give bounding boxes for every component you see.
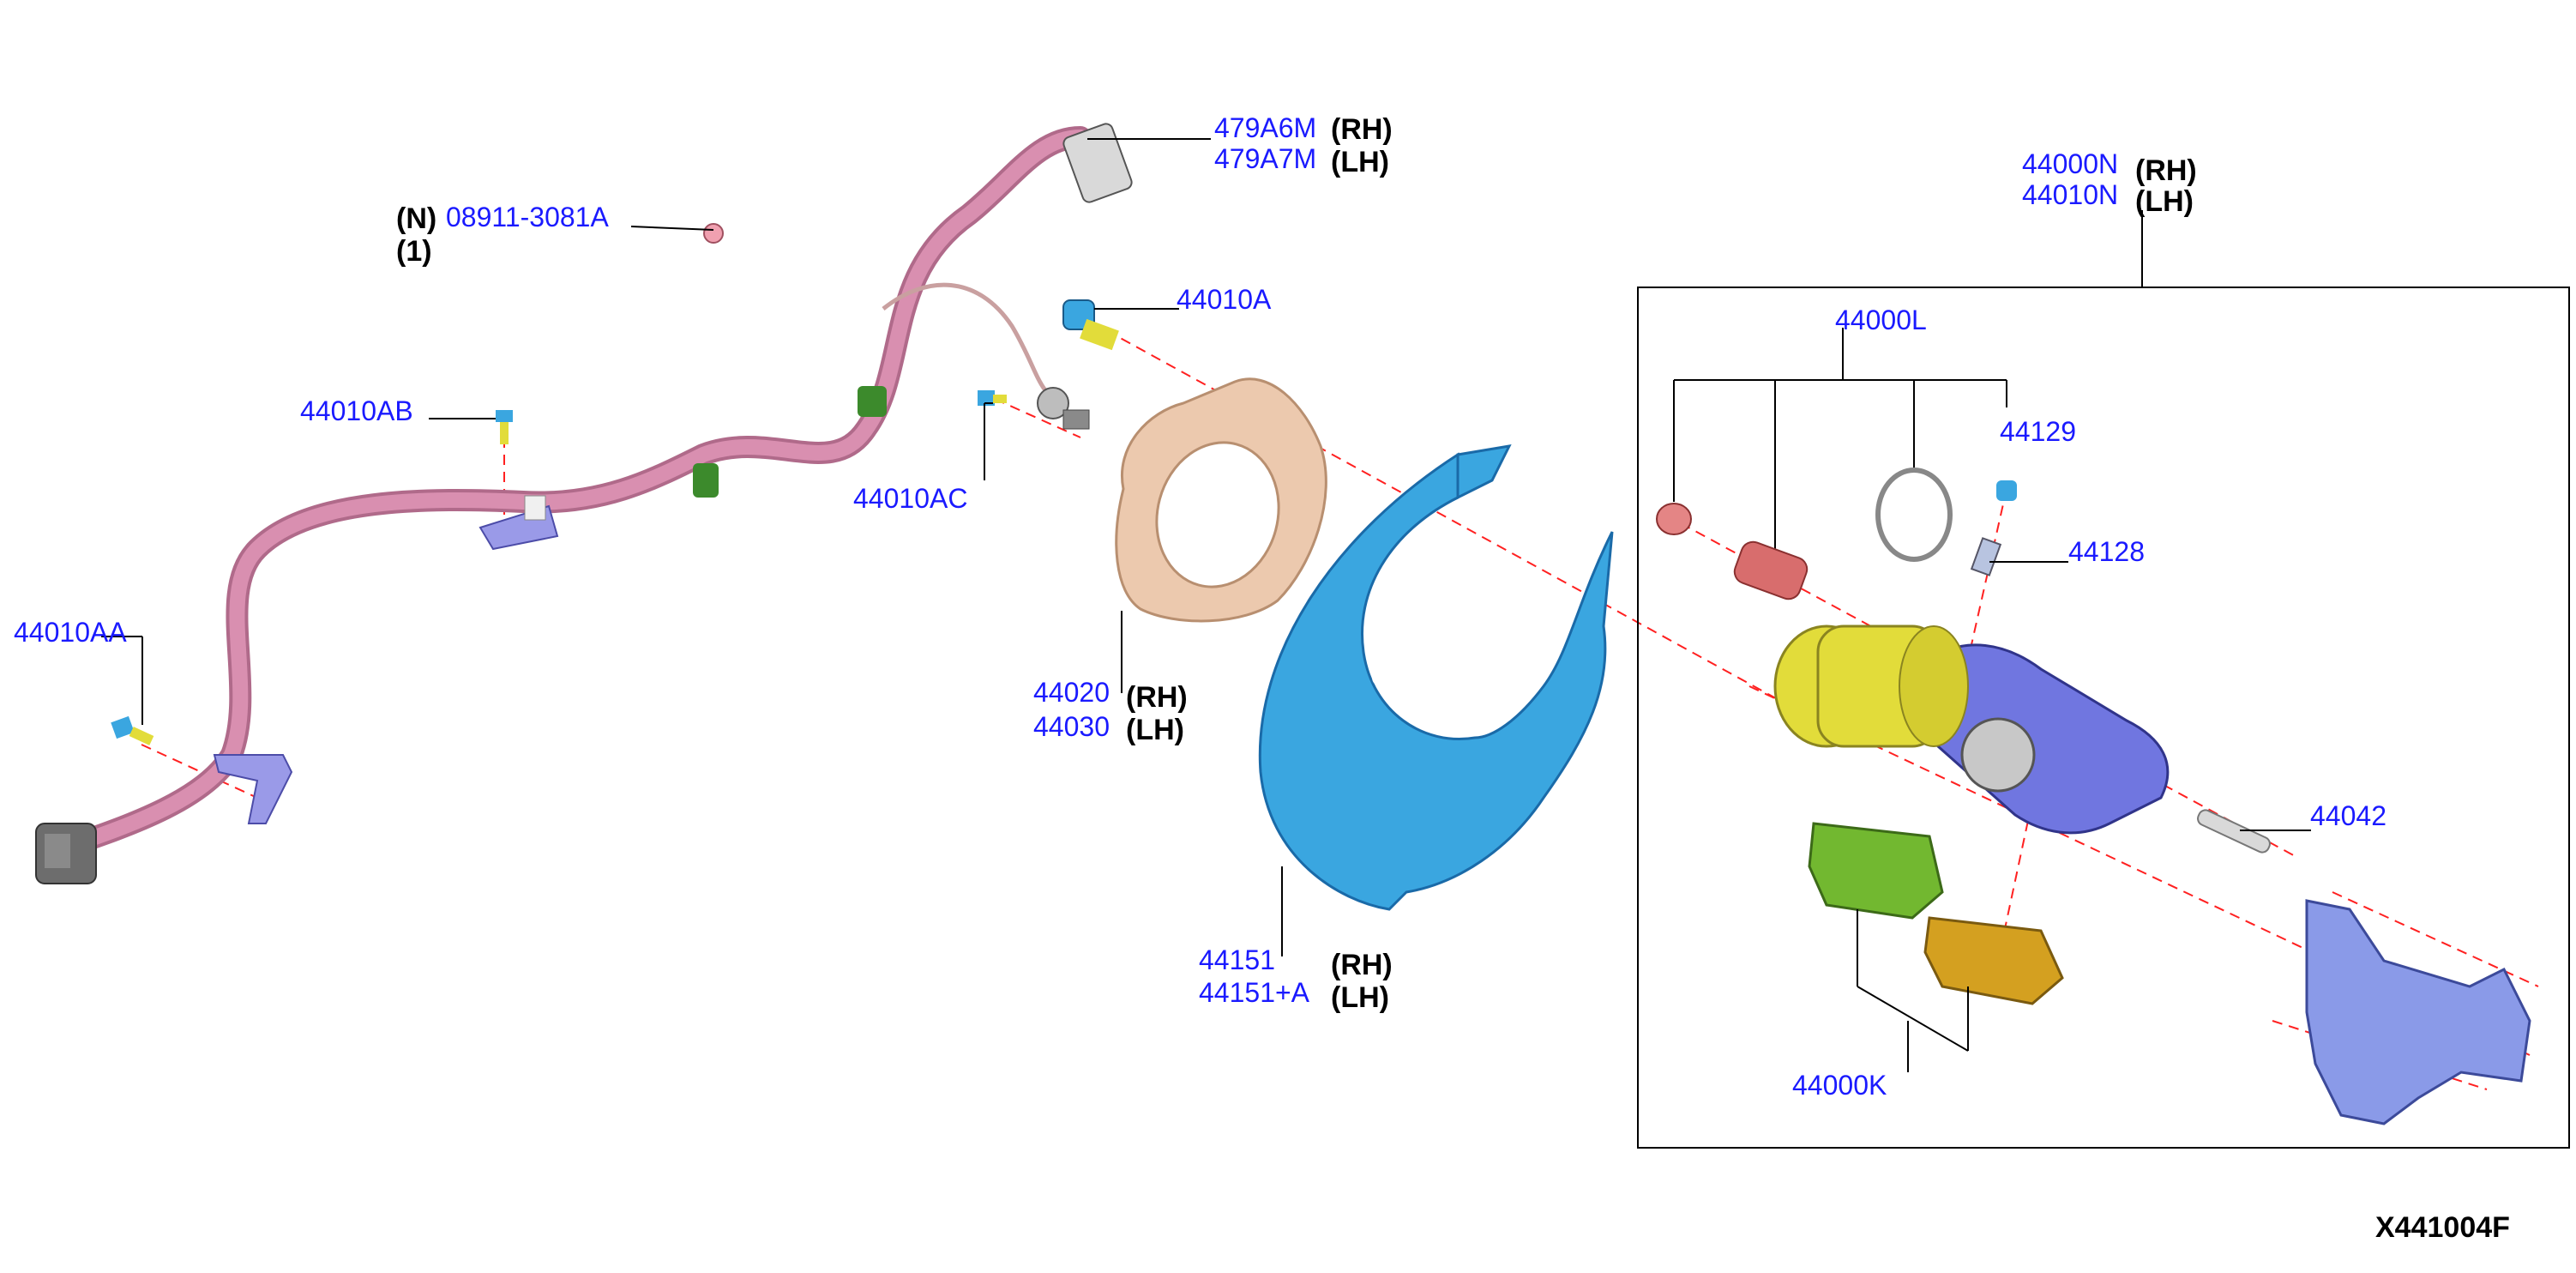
caliper-body[interactable] [1914, 643, 2170, 835]
caliper-assembly-box [1637, 287, 2570, 1149]
harness-connector-upper[interactable] [1062, 122, 1134, 204]
label-44010n-lh: (LH) [2135, 185, 2194, 218]
label-44010ac[interactable]: 44010AC [853, 483, 967, 514]
label-qty-one: (1) [396, 235, 432, 268]
label-08911-3081a[interactable]: 08911-3081A [446, 202, 609, 232]
bolt-44010aa[interactable] [111, 715, 154, 745]
label-479a6m-rh: (RH) [1331, 113, 1393, 146]
piston[interactable] [1731, 539, 1810, 602]
harness-clips[interactable] [693, 386, 887, 498]
label-44000n[interactable]: 44000N [2022, 148, 2118, 179]
label-44151a[interactable]: 44151+A [1199, 977, 1310, 1008]
label-44030-lh: (LH) [1126, 714, 1184, 746]
label-479a6m[interactable]: 479A6M [1214, 112, 1316, 143]
label-44010n[interactable]: 44010N [2022, 179, 2118, 210]
label-44151a-lh: (LH) [1331, 981, 1389, 1014]
seal-kit-leaders [1673, 328, 2007, 549]
harness-bracket-center[interactable] [478, 495, 559, 551]
dust-shield[interactable] [1258, 444, 1614, 911]
label-44020-rh: (RH) [1126, 681, 1188, 714]
label-44010ab[interactable]: 44010AB [300, 395, 413, 426]
diagram-code: X441004F [2375, 1211, 2510, 1244]
label-44129[interactable]: 44129 [2000, 416, 2076, 447]
label-44000k[interactable]: 44000K [1792, 1070, 1887, 1101]
bleeder-screw[interactable] [1970, 537, 2002, 576]
label-n-mark: (N) [396, 202, 436, 235]
guide-pin[interactable] [2195, 808, 2272, 854]
parking-brake-motor[interactable] [1773, 624, 1969, 748]
harness-bracket-lower[interactable] [213, 754, 293, 824]
label-44000l[interactable]: 44000L [1835, 305, 1927, 335]
caliper-bracket[interactable] [2305, 899, 2531, 1125]
wiring-harness[interactable] [49, 126, 1092, 860]
label-44030[interactable]: 44030 [1033, 711, 1110, 742]
bolt-44010ac[interactable] [978, 390, 1007, 406]
label-44151-rh: (RH) [1331, 949, 1393, 981]
label-44010a[interactable]: 44010A [1177, 284, 1272, 315]
bleeder-cap[interactable] [1996, 480, 2017, 501]
brake-pad-outer[interactable] [1923, 916, 2064, 1005]
plug-08911[interactable] [703, 223, 724, 244]
label-44010aa[interactable]: 44010AA [14, 617, 127, 648]
label-44151[interactable]: 44151 [1199, 944, 1275, 975]
harness-connector-lower[interactable] [35, 823, 97, 884]
brake-pad-inner[interactable] [1808, 822, 1944, 920]
bolt-44010a[interactable] [1062, 299, 1119, 351]
part-labels: (N) (1) 08911-3081A 479A6M (RH) 479A7M (… [14, 112, 2510, 1244]
piston-boot[interactable] [1656, 503, 1692, 535]
wheel-speed-sensor[interactable] [1037, 387, 1090, 430]
leader-lines [101, 138, 2311, 956]
label-479a7m[interactable]: 479A7M [1214, 143, 1316, 174]
label-44000n-rh: (RH) [2135, 154, 2197, 187]
pad-leaders [1857, 909, 1969, 1072]
piston-seal[interactable] [1875, 468, 1953, 562]
label-44020[interactable]: 44020 [1033, 677, 1110, 708]
backing-plate[interactable] [1115, 377, 1327, 623]
label-44128[interactable]: 44128 [2068, 536, 2145, 567]
bolt-44010ab[interactable] [496, 410, 513, 444]
label-44042[interactable]: 44042 [2310, 800, 2386, 831]
label-479a7m-lh: (LH) [1331, 146, 1389, 178]
